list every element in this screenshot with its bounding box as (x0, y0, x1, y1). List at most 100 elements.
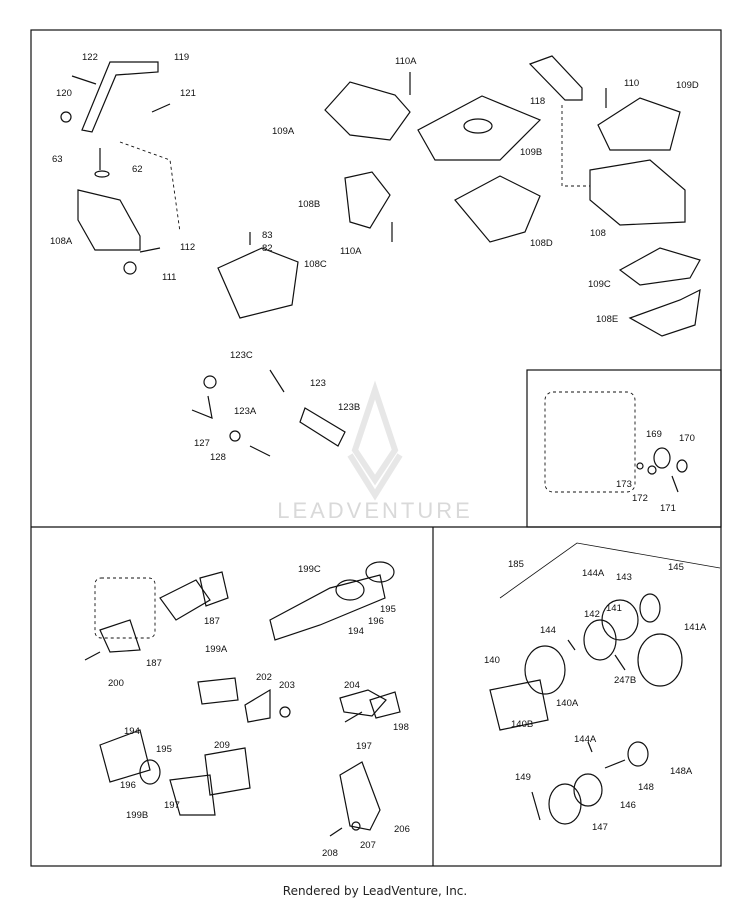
wing-nut-149 (531, 791, 541, 821)
plate-109D (597, 97, 681, 151)
plate-109B (417, 95, 542, 161)
callout: 148A (670, 766, 693, 777)
muffler-187 (159, 579, 211, 621)
part-169 (653, 447, 671, 469)
prefilter-140A (524, 645, 566, 695)
screw-112 (139, 247, 161, 253)
callout: 171 (660, 503, 676, 514)
callout: 207 (360, 840, 376, 851)
callout: 83 (262, 230, 273, 241)
plate-109B-hole (463, 118, 493, 134)
callout: 195 (380, 604, 396, 615)
tube-247B (614, 654, 626, 671)
callout-labels: 122 119 120 121 63 62 108A 112 111 110A … (50, 52, 707, 859)
callout: 170 (679, 433, 695, 444)
callout: 202 (256, 672, 272, 683)
callout: 109C (588, 279, 611, 290)
nut-203 (279, 706, 291, 718)
callout: 110A (395, 56, 417, 67)
callout: 82 (262, 243, 273, 254)
footer-credit: Rendered by LeadVenture, Inc. (282, 884, 468, 898)
watermark-logo-icon (347, 380, 403, 501)
callout: 109D (676, 80, 699, 91)
callout: 110A (340, 246, 362, 257)
callout: 141 (606, 603, 622, 614)
callout: 199A (205, 644, 228, 655)
callout: 185 (508, 559, 524, 570)
callout: 187 (146, 658, 162, 669)
callout: 208 (322, 848, 338, 859)
bracket-108D (454, 175, 541, 243)
bracket-108 (589, 159, 686, 226)
bushing-123C (203, 375, 217, 389)
callout: 141A (684, 622, 707, 633)
callout: 172 (632, 493, 648, 504)
callout: 195 (156, 744, 172, 755)
pin-171 (671, 475, 679, 493)
callout: 144A (574, 734, 597, 745)
callout: 200 (108, 678, 124, 689)
callout: 199C (298, 564, 321, 575)
callout: 145 (668, 562, 684, 573)
clip-145 (639, 593, 661, 623)
nut-111 (123, 261, 137, 275)
callout: 169 (646, 429, 662, 440)
part-170 (676, 459, 688, 473)
screen-195 (335, 579, 365, 601)
watermark-text: LEADVENTURE (277, 498, 473, 523)
callout: 143 (616, 572, 632, 583)
callout: 206 (394, 824, 410, 835)
muffler-199B (169, 774, 216, 816)
callout: 196 (120, 780, 136, 791)
callout: 187 (204, 616, 220, 627)
plate-109A (324, 81, 411, 141)
callout: 247B (614, 675, 636, 686)
screen-195-b (139, 759, 161, 785)
knob-123B (299, 407, 346, 447)
shield-194 (99, 729, 151, 783)
callout: 118 (530, 96, 545, 107)
callout: 140A (556, 698, 579, 709)
nut-173 (636, 462, 644, 470)
callout: 110 (624, 78, 639, 89)
callout: 123C (230, 350, 253, 361)
callout: 111 (162, 272, 176, 283)
callout: 109B (520, 147, 542, 158)
detail-inset-frame (526, 369, 722, 528)
element-147 (548, 783, 582, 825)
guard-187 (99, 619, 141, 653)
gasket-209 (204, 747, 251, 796)
callout: 140 (484, 655, 500, 666)
callout: 123A (234, 406, 257, 417)
callout: 142 (584, 609, 600, 620)
callout: 108E (596, 314, 618, 325)
guide-line (119, 141, 181, 233)
callout: 149 (515, 772, 531, 783)
bracket-108B (344, 171, 391, 229)
element-141 (583, 619, 617, 661)
callout: 127 (194, 438, 210, 449)
callout: 148 (638, 782, 654, 793)
callout: 122 (82, 52, 98, 63)
callout: 209 (214, 740, 230, 751)
washer-127 (229, 430, 241, 442)
washer-62 (94, 170, 110, 178)
callout: 198 (393, 722, 409, 733)
callout: 62 (132, 164, 143, 175)
callout: 108B (298, 199, 320, 210)
gasket-187 (199, 571, 229, 607)
elbow-206 (339, 761, 381, 831)
callout: 173 (616, 479, 632, 490)
screw-144A-b (587, 741, 593, 753)
callout: 196 (368, 616, 384, 627)
screw-197 (344, 711, 363, 723)
screw-208 (329, 827, 343, 837)
bracket-108C (217, 247, 299, 319)
element-141A (637, 633, 683, 687)
callout: 128 (210, 452, 226, 463)
callout: 108C (304, 259, 327, 270)
muffler-199A (197, 677, 239, 705)
callout: 203 (279, 680, 295, 691)
guide-line-2 (561, 105, 590, 187)
